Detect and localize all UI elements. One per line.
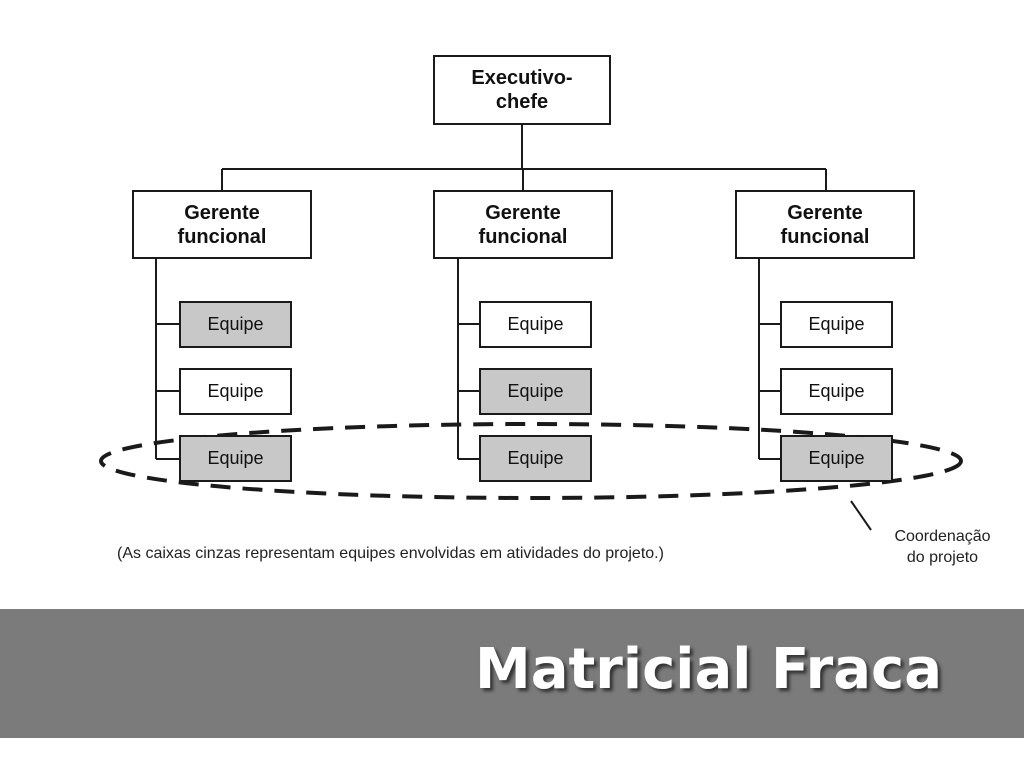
- team-box-1-3: Equipe: [179, 435, 292, 482]
- team-label: Equipe: [507, 448, 564, 468]
- footnote: (As caixas cinzas representam equipes en…: [117, 545, 664, 562]
- team-label: Equipe: [207, 381, 264, 401]
- org-chart-diagram: Executivo- chefe Gerente funcional Geren…: [99, 55, 1015, 568]
- team-label: Equipe: [507, 381, 564, 401]
- coordination-pointer: [850, 500, 872, 531]
- manager-label-line2: funcional: [780, 225, 870, 248]
- executive-label-line1: Executivo-: [471, 67, 573, 89]
- team-box-2-2: Equipe: [479, 368, 592, 415]
- team-box-1-1: Equipe: [179, 301, 292, 348]
- team-box-1-2: Equipe: [179, 368, 292, 415]
- manager-label-line1: Gerente: [787, 201, 863, 224]
- manager-box-1: Gerente funcional: [132, 190, 312, 259]
- manager-label-line1: Gerente: [485, 201, 561, 224]
- coordination-ellipse: [99, 422, 963, 500]
- team-label: Equipe: [207, 314, 264, 334]
- manager-label-line2: funcional: [478, 225, 568, 248]
- executive-box: Executivo- chefe: [433, 55, 611, 125]
- team-label: Equipe: [808, 381, 865, 401]
- team-box-3-3: Equipe: [780, 435, 893, 482]
- manager-label-line1: Gerente: [184, 201, 260, 224]
- executive-label-line2: chefe: [495, 91, 549, 113]
- coordination-label-line2: do projeto: [906, 549, 979, 566]
- title-banner: Matricial Fraca: [0, 609, 1024, 738]
- manager-label-line2: funcional: [177, 225, 267, 248]
- team-label: Equipe: [207, 448, 264, 468]
- team-box-2-3: Equipe: [479, 435, 592, 482]
- banner-title: Matricial Fraca: [474, 637, 942, 702]
- team-box-3-1: Equipe: [780, 301, 893, 348]
- coordination-label-line1: Coordenação: [894, 528, 991, 545]
- manager-box-2: Gerente funcional: [433, 190, 613, 259]
- manager-box-3: Gerente funcional: [735, 190, 915, 259]
- team-label: Equipe: [808, 314, 865, 334]
- team-label: Equipe: [808, 448, 865, 468]
- team-box-2-1: Equipe: [479, 301, 592, 348]
- team-box-3-2: Equipe: [780, 368, 893, 415]
- connector-lines: [99, 123, 963, 531]
- coordination-label: Coordenação do projeto: [870, 526, 1015, 568]
- team-label: Equipe: [507, 314, 564, 334]
